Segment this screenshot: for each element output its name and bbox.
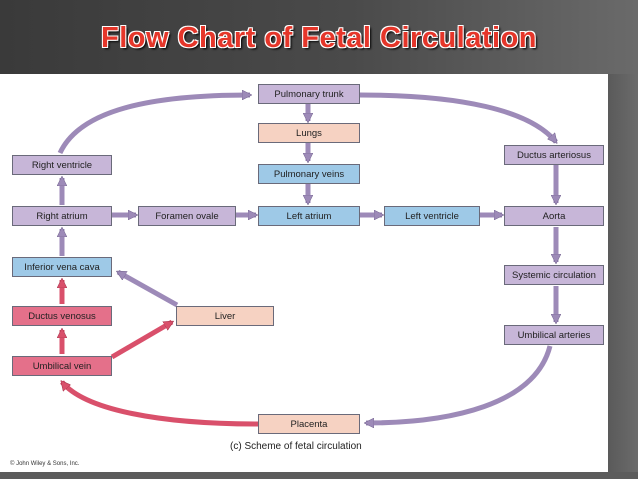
box-ductus-arteriosus: Ductus arteriosus	[504, 145, 604, 165]
label-umbilical-vein: Umbilical vein	[32, 360, 92, 372]
figure-caption: (c) Scheme of fetal circulation	[230, 441, 362, 452]
box-left-ventricle: Left ventricle	[384, 206, 480, 226]
arrow-pt-to-ductus-arteriosus	[359, 92, 558, 142]
arrow-rv-to-pulmonary-trunk	[57, 95, 250, 155]
box-left-atrium: Left atrium	[258, 206, 360, 226]
box-umbilical-vein: Umbilical vein	[12, 356, 112, 376]
box-liver: Liver	[176, 306, 274, 326]
box-lungs: Lungs	[258, 123, 360, 143]
label-right-ventricle: Right ventricle	[31, 159, 93, 171]
label-left-ventricle: Left ventricle	[405, 210, 459, 222]
copyright-notice: © John Wiley & Sons, Inc.	[10, 461, 80, 467]
bottom-border	[0, 472, 638, 479]
box-inferior-vena-cava: Inferior vena cava	[12, 257, 112, 277]
arrow-ua-to-placenta	[366, 345, 553, 423]
label-ductus-venosus: Ductus venosus	[28, 310, 96, 322]
box-aorta: Aorta	[504, 206, 604, 226]
box-pulmonary-veins: Pulmonary veins	[258, 164, 360, 184]
title-banner	[0, 0, 638, 74]
label-foramen-ovale: Foramen ovale	[155, 210, 219, 222]
label-pulmonary-trunk: Pulmonary trunk	[274, 88, 344, 100]
box-ductus-venosus: Ductus venosus	[12, 306, 112, 326]
box-pulmonary-trunk: Pulmonary trunk	[258, 84, 360, 104]
label-lungs: Lungs	[296, 127, 322, 139]
box-foramen-ovale: Foramen ovale	[138, 206, 236, 226]
right-border	[608, 74, 638, 479]
box-right-ventricle: Right ventricle	[12, 155, 112, 175]
label-right-atrium: Right atrium	[36, 210, 88, 222]
label-aorta: Aorta	[542, 210, 566, 222]
label-umbilical-arteries: Umbilical arteries	[517, 329, 591, 341]
label-systemic-circulation: Systemic circulation	[512, 269, 596, 281]
arrow-uv-to-liver	[110, 319, 172, 360]
label-inferior-vena-cava: Inferior vena cava	[24, 261, 100, 273]
box-right-atrium: Right atrium	[12, 206, 112, 226]
arrow-liver-to-ivc	[118, 269, 179, 308]
label-left-atrium: Left atrium	[286, 210, 332, 222]
label-placenta: Placenta	[290, 418, 328, 430]
page-title: Flow Chart of Fetal Circulation	[100, 22, 537, 54]
arrow-placenta-to-uv	[60, 382, 259, 427]
box-systemic-circulation: Systemic circulation	[504, 265, 604, 285]
box-umbilical-arteries: Umbilical arteries	[504, 325, 604, 345]
label-liver: Liver	[214, 310, 236, 322]
label-ductus-arteriosus: Ductus arteriosus	[517, 149, 591, 161]
box-placenta: Placenta	[258, 414, 360, 434]
label-pulmonary-veins: Pulmonary veins	[273, 168, 345, 180]
